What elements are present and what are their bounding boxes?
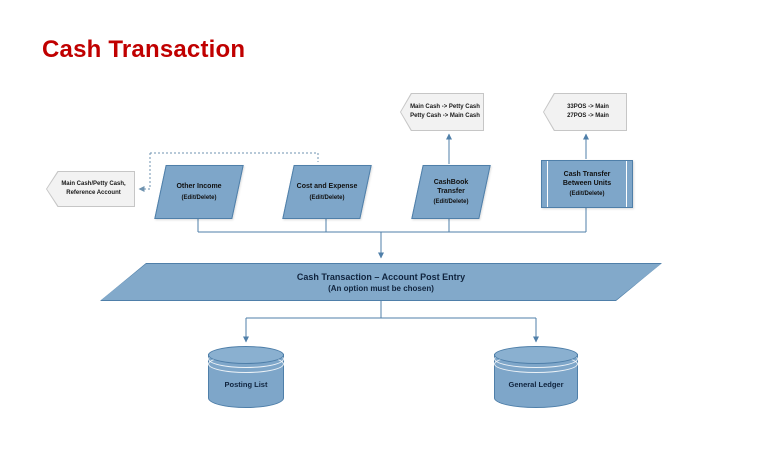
note-line: Main Cash/Petty Cash, bbox=[61, 181, 126, 187]
option-label: Cash Transfer Between Units bbox=[562, 171, 612, 187]
note-line: Reference Account bbox=[66, 190, 121, 196]
option-sublabel: (Edit/Delete) bbox=[433, 199, 469, 206]
option-label: CashBook Transfer bbox=[433, 178, 469, 195]
cylinder-top bbox=[494, 346, 578, 364]
note-text: Main Cash/Petty Cash, Reference Account bbox=[47, 172, 134, 206]
note-line: 33POS -> Main bbox=[567, 104, 609, 110]
note-line: 27POS -> Main bbox=[567, 113, 609, 119]
note-pos-to-main: 33POS -> Main 27POS -> Main bbox=[543, 93, 627, 131]
note-main-petty-cash: Main Cash -> Petty Cash Petty Cash -> Ma… bbox=[400, 93, 484, 131]
option-sublabel: (Edit/Delete) bbox=[181, 194, 217, 201]
datastore-general-ledger: General Ledger bbox=[494, 346, 578, 408]
option-label: Cost and Expense bbox=[296, 183, 358, 191]
option-content: CashBook Transfer (Edit/Delete) bbox=[418, 166, 484, 218]
option-content: Other Income (Edit/Delete) bbox=[161, 166, 237, 218]
connector-reference-dashed bbox=[149, 152, 319, 189]
note-reference-account: Main Cash/Petty Cash, Reference Account bbox=[46, 171, 135, 207]
post-entry-fill bbox=[101, 264, 661, 300]
post-entry-text: Cash Transaction – Account Post Entry (A… bbox=[100, 263, 662, 301]
option-sublabel: (Edit/Delete) bbox=[569, 190, 605, 197]
option-cashbook-transfer: CashBook Transfer (Edit/Delete) bbox=[411, 165, 491, 219]
connector-postentry-split bbox=[246, 301, 536, 319]
option-cost-and-expense: Cost and Expense (Edit/Delete) bbox=[282, 165, 372, 219]
connector-options-to-bus bbox=[197, 206, 587, 233]
predef-right-bar bbox=[626, 161, 627, 207]
post-entry-title: Cash Transaction – Account Post Entry bbox=[296, 271, 466, 282]
option-sublabel: (Edit/Delete) bbox=[309, 194, 345, 201]
option-label: Other Income bbox=[176, 183, 222, 191]
page-title: Cash Transaction bbox=[42, 36, 246, 63]
datastore-posting-list: Posting List bbox=[208, 346, 284, 408]
option-other-income: Other Income (Edit/Delete) bbox=[154, 165, 244, 219]
post-entry-shape: Cash Transaction – Account Post Entry (A… bbox=[100, 263, 662, 301]
note-line: Petty Cash -> Main Cash bbox=[410, 113, 480, 119]
option-content: Cost and Expense (Edit/Delete) bbox=[289, 166, 365, 218]
predef-left-bar bbox=[547, 161, 548, 207]
option-content: Cash Transfer Between Units (Edit/Delete… bbox=[542, 161, 632, 207]
datastore-label: Posting List bbox=[224, 379, 268, 389]
note-text: 33POS -> Main 27POS -> Main bbox=[544, 94, 626, 130]
note-text: Main Cash -> Petty Cash Petty Cash -> Ma… bbox=[401, 94, 483, 130]
cylinder-top bbox=[208, 346, 284, 364]
note-line: Main Cash -> Petty Cash bbox=[410, 104, 480, 110]
option-cash-transfer-between-units: Cash Transfer Between Units (Edit/Delete… bbox=[541, 160, 633, 208]
datastore-label: General Ledger bbox=[508, 379, 564, 389]
post-entry-subtitle: (An option must be chosen) bbox=[328, 283, 434, 293]
